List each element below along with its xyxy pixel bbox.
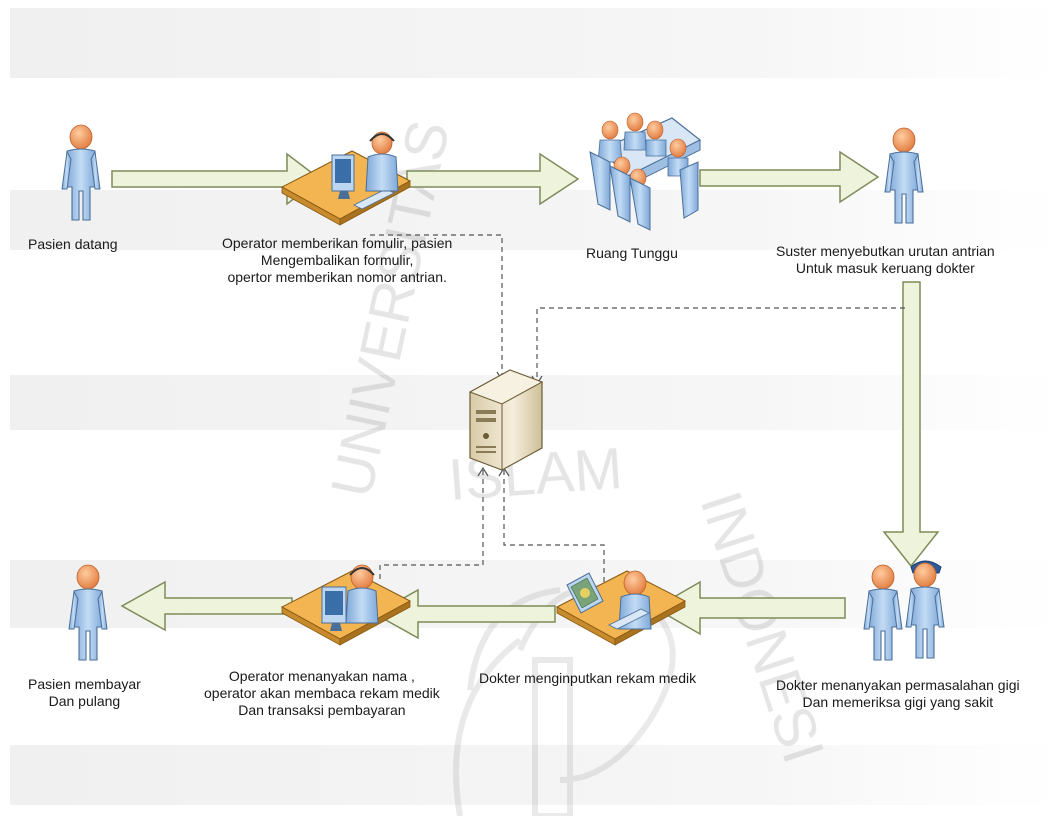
label-dokter-input: Dokter menginputkan rekam medik (479, 670, 697, 686)
flow-arrow-ruang-to-suster (699, 150, 880, 204)
operator-desk-icon (281, 131, 411, 226)
flow-arrow-suster-to-dokter (882, 281, 940, 568)
label-line: Dan transaksi pembayaran (238, 702, 406, 718)
label-suster: Suster menyebutkan urutan antrian Untuk … (776, 243, 995, 277)
flow-arrow-operator-to-ruang (406, 152, 580, 206)
label-line: Suster menyebutkan urutan antrian (776, 243, 995, 259)
label-line: Dokter menanyakan permasalahan gigi (776, 677, 1020, 693)
data-link-lines (370, 234, 905, 595)
label-line: Dan pulang (48, 693, 121, 709)
doctor-input-desk-icon (556, 570, 686, 646)
label-line: operator akan membaca rekam medik (204, 685, 440, 701)
label-line: Dan memeriksa gigi yang sakit (802, 694, 994, 710)
label-dokter-periksa: Dokter menanyakan permasalahan gigi Dan … (776, 677, 1020, 711)
cashier-desk-icon (281, 564, 411, 646)
label-ruang-tunggu: Ruang Tunggu (586, 245, 678, 261)
label-line: Operator menanyakan nama , (228, 668, 415, 684)
label-pasien-pulang: Pasien membayar Dan pulang (28, 676, 141, 710)
background-band (10, 8, 1060, 78)
label-operator-kasir: Operator menanyakan nama , operator akan… (204, 668, 440, 719)
server-icon (468, 369, 544, 471)
label-line: Pasien membayar (28, 676, 141, 692)
label-line: opertor memberikan nomor antrian. (227, 269, 447, 285)
background-band (10, 745, 1060, 805)
dentist-consult-icon (863, 560, 945, 661)
background-band (10, 190, 1060, 250)
label-pasien-datang: Pasien datang (28, 236, 118, 252)
flow-arrow-input-to-kasir (373, 588, 556, 640)
label-operator-front: Operator memberikan fomulir, pasien Meng… (222, 235, 452, 286)
flow-arrow-kasir-to-pulang (120, 580, 293, 632)
label-line: Mengembalikan formulir, (260, 252, 414, 268)
label-line: Operator memberikan fomulir, pasien (222, 235, 453, 251)
waiting-room-icon (589, 112, 702, 231)
label-line: Untuk masuk keruang dokter (795, 260, 975, 276)
flow-arrow-dokter-to-input (653, 580, 846, 636)
